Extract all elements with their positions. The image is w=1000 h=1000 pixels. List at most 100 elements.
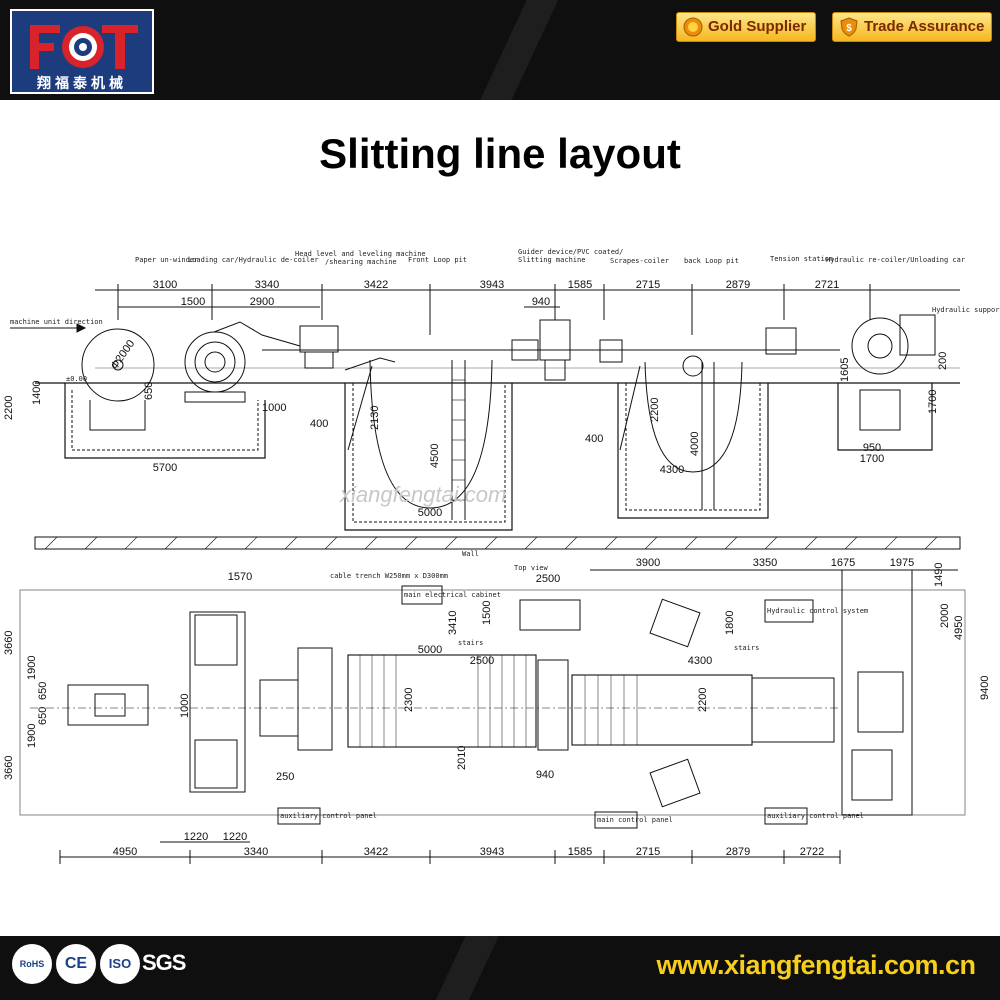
dim-3660-top: 3660 <box>3 631 15 655</box>
dim-top-940: 940 <box>536 769 554 781</box>
paper-unwinder-coil <box>81 328 155 402</box>
leveling-machine <box>299 325 339 353</box>
top-uncoiler-core <box>94 693 126 717</box>
back-pit-ladder <box>701 362 715 510</box>
front-loop-strip <box>369 359 493 509</box>
top-panel-left <box>277 807 321 825</box>
label-paper-unwinder: Paper un-winder <box>135 256 198 264</box>
dim-bottom-2715: 2715 <box>636 846 660 858</box>
dim-1700-v: 1700 <box>927 390 939 414</box>
gold-supplier-badge[interactable]: Gold Supplier <box>676 12 816 42</box>
electrical-cabinet-label: main electrical cabinet <box>404 591 501 599</box>
dim-250: 250 <box>276 771 294 783</box>
dim-650-b: 650 <box>37 707 49 725</box>
top-scrap-coiler-b <box>649 758 701 808</box>
uncoiler-pit-inner <box>71 390 259 451</box>
level-label: ±0.00 <box>66 375 87 383</box>
dim-2130: 2130 <box>369 406 381 430</box>
logo-chinese-text: 翔福泰机械 <box>37 76 127 92</box>
dim-2000: 2000 <box>939 604 951 628</box>
dim-1490: 1490 <box>933 563 945 587</box>
svg-text:$: $ <box>846 23 852 34</box>
dim-200: 200 <box>937 352 949 370</box>
slitting-machine <box>539 319 571 361</box>
front-loop-pit-inner <box>352 383 506 523</box>
dim-4000: 4000 <box>689 432 701 456</box>
label-front-loop-pit: Front Loop pit <box>408 256 467 264</box>
paper-unwinder-hub <box>112 359 124 371</box>
top-scrap-coiler-a <box>649 598 701 648</box>
trade-assurance-badge[interactable]: $ Trade Assurance <box>832 12 992 42</box>
sgs-cert-label: SGS <box>142 950 186 975</box>
dim-3340: 3340 <box>255 279 279 291</box>
unwinder-stand <box>89 400 146 431</box>
wall-hatching <box>44 536 938 550</box>
dim-3410: 3410 <box>447 611 459 635</box>
dim-1675: 1675 <box>831 557 855 569</box>
dim-2200-mid: 2200 <box>649 398 661 422</box>
dim-bottom-3422: 3422 <box>364 846 388 858</box>
back-pit-roll <box>682 355 704 377</box>
dim-top-1000: 1000 <box>179 694 191 718</box>
dim-400-b: 400 <box>585 433 603 445</box>
hydraulic-support-label: Hydraulic support <box>932 306 1000 314</box>
gold-medal-icon <box>683 17 703 37</box>
dim-1900-top: 1900 <box>26 656 38 680</box>
dim-bottom-2722: 2722 <box>800 846 824 858</box>
top-decoiler-b <box>194 739 238 789</box>
top-view-label: Top view <box>514 564 549 572</box>
dim-1500: 1500 <box>181 296 205 308</box>
slitting-line-drawing: Paper un-winder Loading car/Hydraulic de… <box>3 248 1000 864</box>
dim-2879: 2879 <box>726 279 750 291</box>
top-front-pit <box>347 654 537 748</box>
dim-bottom-2879: 2879 <box>726 846 750 858</box>
dim-940: 940 <box>532 296 550 308</box>
dim-3350: 3350 <box>753 557 777 569</box>
label-recoiler: Hydraulic re-coiler/Unloading car <box>826 256 965 264</box>
panel-mid-label: main control panel <box>597 816 673 824</box>
dim-9400: 9400 <box>979 676 991 700</box>
dim-1605: 1605 <box>839 358 851 382</box>
back-loop-strip <box>644 361 743 473</box>
dim-top-2200: 2200 <box>697 688 709 712</box>
label-scrap-coiler: Scrapes-coiler <box>610 257 669 265</box>
fot-logo-icon <box>30 25 138 69</box>
dim-2010: 2010 <box>456 746 468 770</box>
top-electrical-cabinet <box>401 585 443 605</box>
dim-1700-h: 1700 <box>860 453 884 465</box>
dim-bottom-3943: 3943 <box>480 846 504 858</box>
top-cabinet <box>519 599 581 631</box>
slitting-machine-base <box>544 359 566 381</box>
top-dimension-values: 3100 3340 3422 3943 1585 2715 2879 2721 … <box>153 279 839 308</box>
certification-row: RoHS CE ISO SGS <box>4 940 190 996</box>
dim-1975: 1975 <box>890 557 914 569</box>
label-back-loop-pit: back Loop pit <box>684 257 739 265</box>
stairs-b-label: stairs <box>734 644 759 652</box>
website-link[interactable]: www.xiangfengtai.com.cn <box>656 950 976 980</box>
direction-arrowhead <box>76 323 87 333</box>
shield-icon: $ <box>840 17 858 37</box>
top-slitter <box>537 659 569 751</box>
dim-1585: 1585 <box>568 279 592 291</box>
top-decoiler-a <box>194 614 238 666</box>
dim-1900-bot: 1900 <box>26 724 38 748</box>
dim-1570: 1570 <box>228 571 252 583</box>
top-front-pit-lines <box>359 655 527 747</box>
gold-supplier-label: Gold Supplier <box>708 18 807 35</box>
footer-stripe <box>200 936 1000 1000</box>
front-pit-ladder-rungs <box>452 379 465 501</box>
top-back-pit-lines <box>584 675 638 745</box>
dim-4300: 4300 <box>660 464 684 476</box>
hydraulic-system-label: Hydraulic control system <box>767 607 868 615</box>
dim-3943: 3943 <box>480 279 504 291</box>
dim-2721: 2721 <box>815 279 839 291</box>
decoiler-drum-inner <box>194 341 236 383</box>
top-panel-right <box>764 807 808 825</box>
dim-bottom-4950: 4950 <box>113 846 137 858</box>
company-logo[interactable]: 翔福泰机械 <box>10 9 154 94</box>
front-pit-incline <box>347 365 373 451</box>
uncoiler-pit <box>64 383 266 459</box>
dim-1000: 1000 <box>262 402 286 414</box>
top-dimension-ticks <box>117 284 871 335</box>
ce-cert: CE <box>56 944 96 984</box>
